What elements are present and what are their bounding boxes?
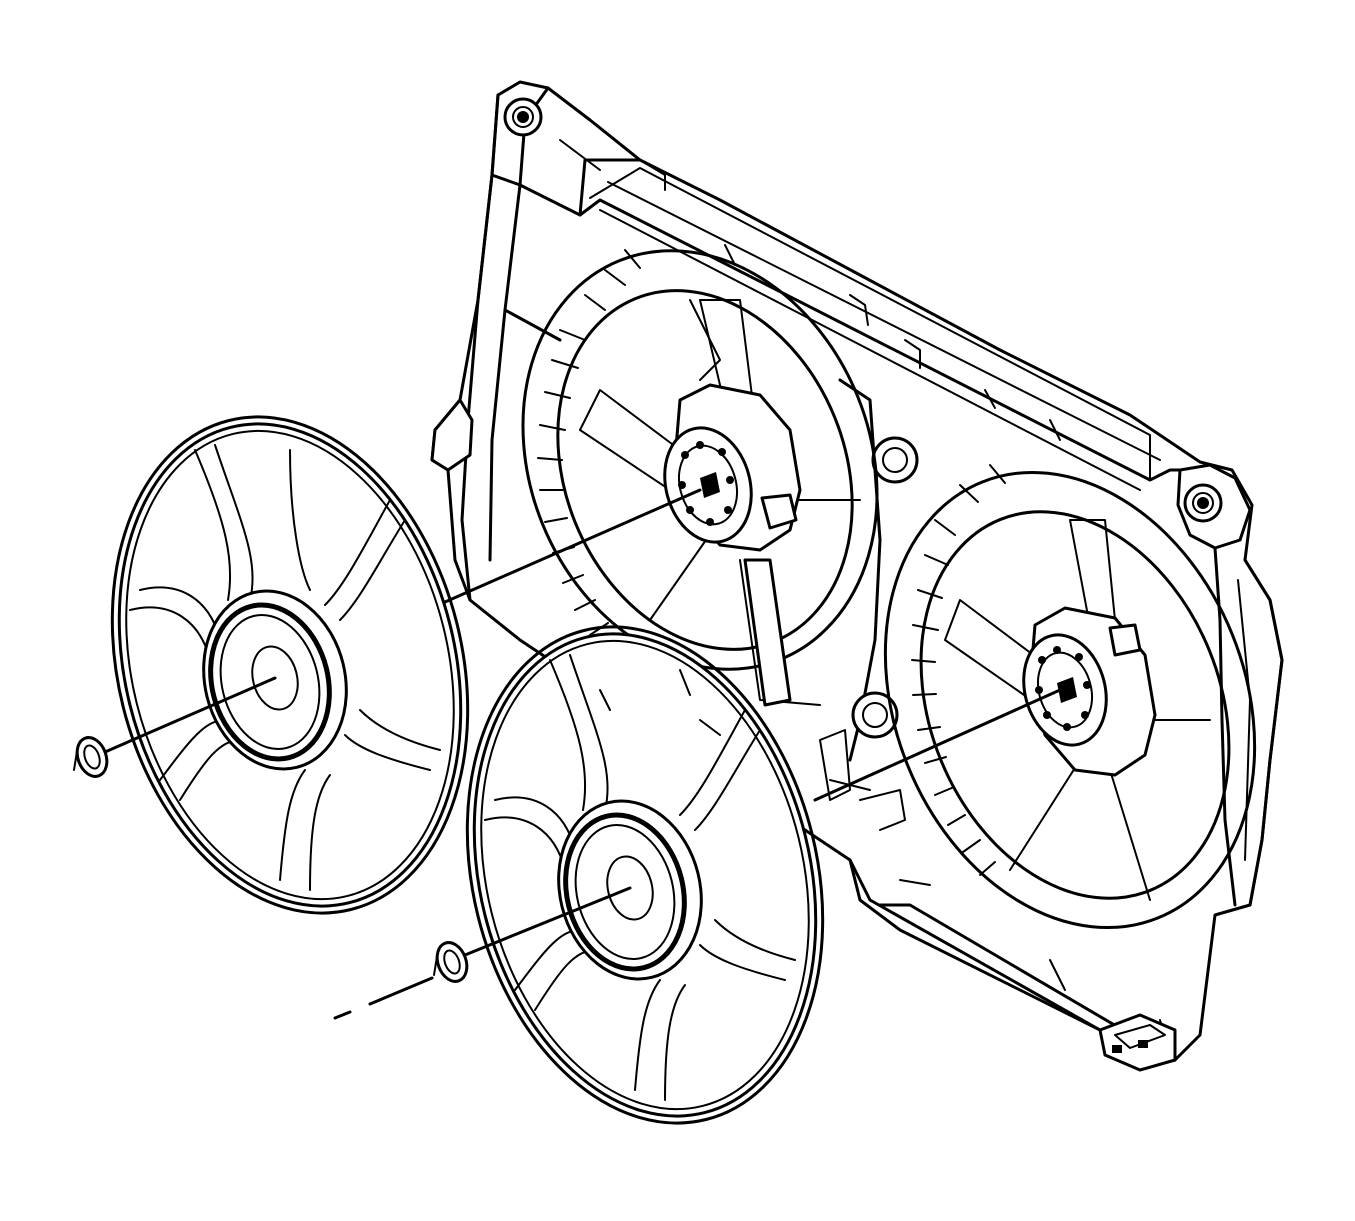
left-retainer-clip — [73, 736, 109, 778]
right-fan-ring — [883, 464, 1257, 930]
left-fan-blade — [110, 415, 470, 915]
assembly-centerlines — [103, 488, 1062, 1020]
right-fan-blade — [465, 625, 825, 1125]
right-fan-motor — [1022, 606, 1157, 777]
right-retainer-clip — [433, 941, 469, 983]
left-fan-motor — [663, 383, 821, 707]
left-fan-ring — [521, 249, 879, 707]
fan-shroud — [430, 80, 1284, 1072]
